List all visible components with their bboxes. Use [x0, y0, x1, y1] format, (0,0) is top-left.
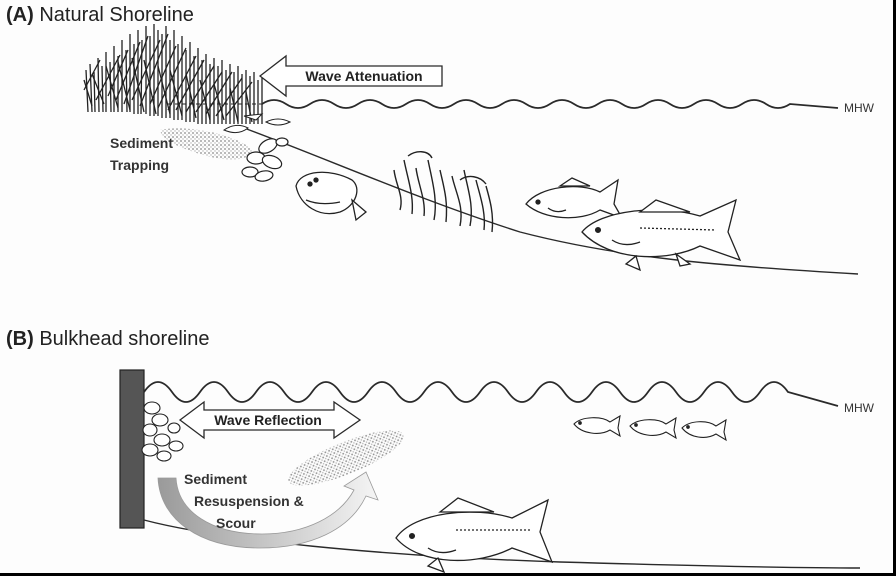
panel-b-title-text: Bulkhead shoreline	[39, 328, 210, 350]
seabed-a	[243, 127, 859, 275]
rubble-icon	[141, 401, 184, 462]
shrimp-icon	[222, 113, 292, 134]
panel-b-letter: (B)	[6, 328, 34, 350]
panel-a-letter: (A)	[6, 4, 34, 26]
water-surface-a	[261, 99, 839, 109]
fish-medium-icon	[525, 177, 624, 220]
wave-attenuation-label: Wave Attenuation	[305, 68, 422, 84]
panel-b-diagram: Wave Reflection Sediment Resuspension & …	[119, 369, 875, 573]
panel-a-diagram: Wave Attenuation Sediment Trapping MHW	[83, 24, 875, 275]
small-fish-school-icon	[573, 414, 727, 442]
resuspension-line2: Resuspension &	[194, 493, 304, 509]
resuspension-line3: Scour	[216, 515, 256, 531]
mhw-label-a: MHW	[844, 101, 875, 115]
marsh-grass-icon	[83, 24, 263, 124]
resuspension-line1: Sediment	[184, 471, 247, 487]
wave-reflection-arrow: Wave Reflection	[178, 400, 362, 440]
flounder-icon	[295, 171, 368, 222]
mhw-label-b: MHW	[844, 401, 875, 415]
fish-large-b-icon	[395, 497, 554, 573]
seagrass-icon	[393, 151, 494, 233]
panel-b-title: (B) Bulkhead shoreline	[6, 328, 209, 351]
scour-arrow	[157, 471, 379, 549]
oyster-cluster-icon	[241, 137, 289, 182]
wave-reflection-label: Wave Reflection	[214, 412, 322, 428]
bulkhead-wall	[119, 369, 145, 529]
panel-a-title-text: Natural Shoreline	[39, 4, 194, 26]
panel-a-title: (A) Natural Shoreline	[6, 4, 194, 27]
fish-large-icon	[581, 198, 742, 272]
sediment-trapping-line2: Trapping	[110, 157, 169, 173]
sediment-stipple-a	[160, 128, 252, 160]
suspended-sediment-oval	[288, 430, 404, 486]
water-surface-b	[143, 381, 839, 407]
sediment-trapping-line1: Sediment	[110, 135, 173, 151]
wave-attenuation-arrow: Wave Attenuation	[258, 54, 443, 98]
